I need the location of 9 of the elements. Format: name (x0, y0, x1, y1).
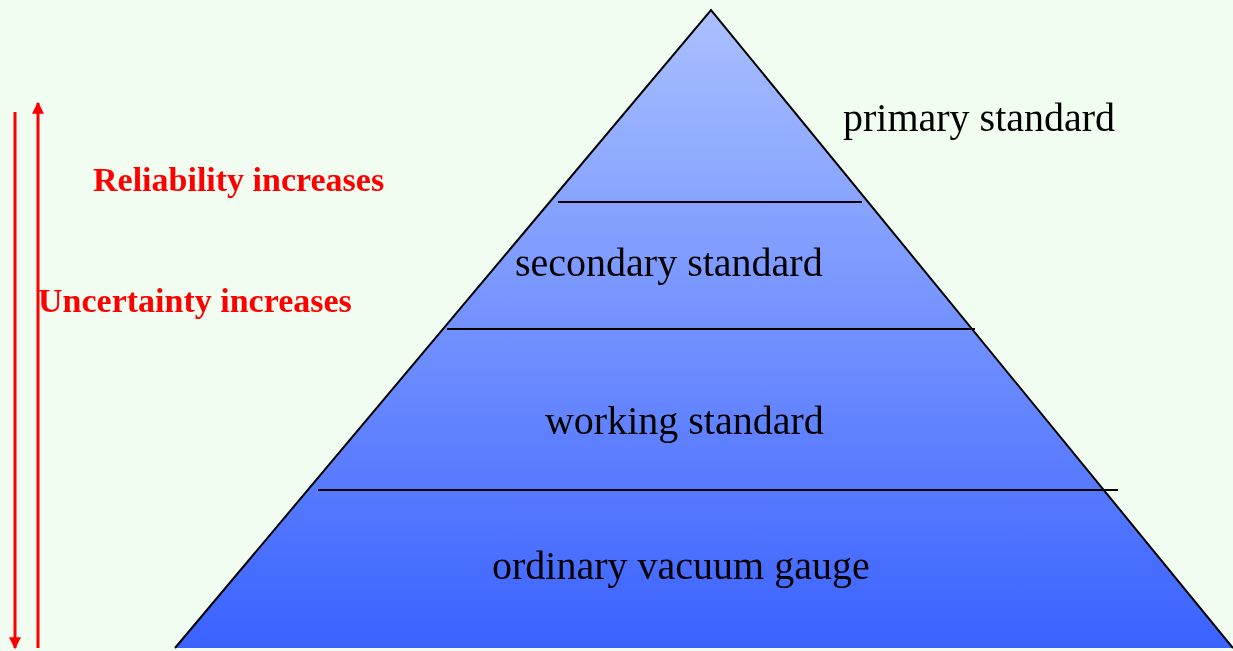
pyramid-tier (175, 490, 1233, 648)
tier-label: ordinary vacuum gauge (492, 546, 870, 586)
pyramid-tier (443, 202, 972, 329)
pyramid-tier (307, 329, 1104, 490)
trend-label: Reliability increases (93, 163, 385, 197)
tier-label: secondary standard (515, 243, 823, 283)
tier-label: working standard (545, 401, 824, 441)
trend-label: Uncertainty increases (38, 284, 352, 318)
tier-label: primary standard (843, 98, 1116, 138)
